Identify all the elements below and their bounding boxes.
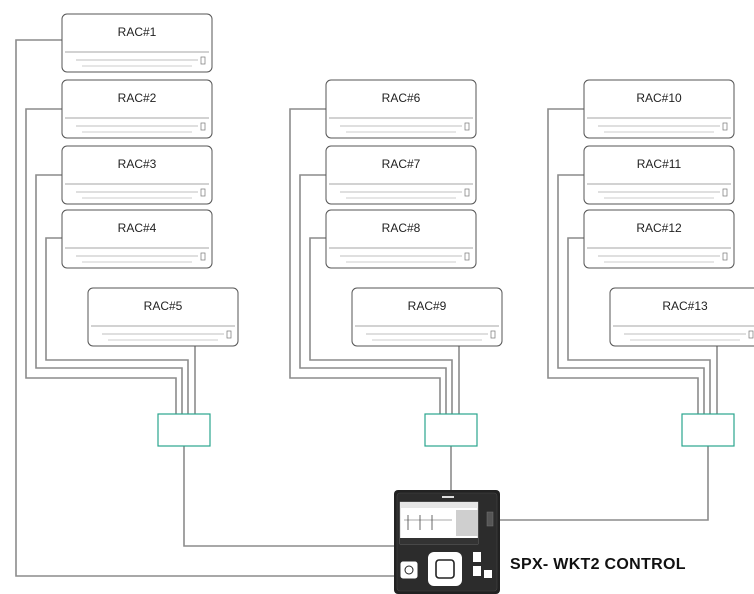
indoor-unit-body bbox=[351, 287, 503, 347]
indoor-unit-4: RAC#4 bbox=[61, 209, 213, 269]
indoor-unit-label: RAC#8 bbox=[382, 221, 421, 235]
wire-RAC#2 bbox=[25, 108, 177, 414]
wire-RAC#8 bbox=[309, 237, 453, 414]
indoor-unit-body bbox=[61, 145, 213, 205]
wire-group-1-to-controller bbox=[183, 446, 394, 547]
indoor-unit-body bbox=[583, 79, 735, 139]
unit-indicator-icon bbox=[464, 122, 470, 131]
indoor-unit-label: RAC#13 bbox=[662, 299, 708, 313]
indoor-unit-13: RAC#13 bbox=[609, 287, 754, 347]
wire-RAC#11 bbox=[557, 174, 705, 414]
indoor-unit-8: RAC#8 bbox=[325, 209, 477, 269]
indoor-unit-10: RAC#10 bbox=[583, 79, 735, 139]
indoor-unit-body bbox=[583, 209, 735, 269]
wire-RAC#1-to-controller bbox=[15, 39, 394, 577]
indoor-unit-label: RAC#4 bbox=[118, 221, 157, 235]
indoor-unit-11: RAC#11 bbox=[583, 145, 735, 205]
indoor-unit-12: RAC#12 bbox=[583, 209, 735, 269]
wire-RAC#4 bbox=[45, 237, 189, 414]
indoor-unit-label: RAC#11 bbox=[637, 157, 682, 171]
unit-indicator-icon bbox=[722, 252, 728, 261]
controller-side-button bbox=[486, 511, 494, 527]
indoor-unit-body bbox=[609, 287, 754, 347]
indoor-unit-label: RAC#9 bbox=[408, 299, 447, 313]
dial-center-icon bbox=[435, 559, 455, 579]
controller-brand-mark bbox=[442, 496, 454, 498]
indoor-unit-body bbox=[61, 209, 213, 269]
indoor-unit-label: RAC#7 bbox=[382, 157, 421, 171]
unit-indicator-icon bbox=[226, 330, 232, 339]
menu-icon bbox=[473, 566, 481, 576]
unit-indicator-icon bbox=[722, 122, 728, 131]
indoor-unit-6: RAC#6 bbox=[325, 79, 477, 139]
down-arrow-icon bbox=[484, 570, 492, 578]
up-arrow-icon bbox=[473, 552, 481, 562]
unit-indicator-icon bbox=[490, 330, 496, 339]
indoor-unit-3: RAC#3 bbox=[61, 145, 213, 205]
wire-RAC#6 bbox=[289, 108, 441, 414]
indoor-unit-body bbox=[61, 13, 213, 73]
indoor-unit-label: RAC#10 bbox=[636, 91, 682, 105]
indoor-unit-body bbox=[583, 145, 735, 205]
power-icon bbox=[404, 565, 414, 575]
indoor-unit-label: RAC#12 bbox=[636, 221, 682, 235]
indoor-unit-body bbox=[61, 79, 213, 139]
wire-RAC#12 bbox=[567, 237, 711, 414]
wiring-lines bbox=[15, 39, 718, 577]
unit-indicator-icon bbox=[464, 252, 470, 261]
indoor-unit-body bbox=[325, 79, 477, 139]
indoor-unit-1: RAC#1 bbox=[61, 13, 213, 73]
controller-screen-footer bbox=[400, 538, 478, 544]
controller-screen-header bbox=[400, 502, 478, 508]
indoor-unit-label: RAC#6 bbox=[382, 91, 421, 105]
indoor-unit-label: RAC#1 bbox=[118, 25, 157, 39]
junction-box-1 bbox=[157, 413, 211, 447]
power-button bbox=[400, 561, 418, 579]
wire-RAC#10 bbox=[547, 108, 699, 414]
junction-box-3 bbox=[681, 413, 735, 447]
indoor-unit-label: RAC#2 bbox=[118, 91, 157, 105]
wire-RAC#3 bbox=[35, 174, 183, 414]
indoor-unit-body bbox=[325, 145, 477, 205]
junction-box-2 bbox=[424, 413, 478, 447]
indoor-unit-7: RAC#7 bbox=[325, 145, 477, 205]
controller-title: SPX- WKT2 CONTROL bbox=[510, 556, 686, 573]
unit-indicator-icon bbox=[200, 252, 206, 261]
unit-indicator-icon bbox=[200, 122, 206, 131]
indoor-unit-label: RAC#5 bbox=[144, 299, 183, 313]
wall-controller bbox=[394, 490, 500, 594]
unit-indicator-icon bbox=[748, 330, 754, 339]
unit-indicator-icon bbox=[722, 188, 728, 197]
indoor-unit-body bbox=[325, 209, 477, 269]
wire-RAC#7 bbox=[299, 174, 447, 414]
indoor-unit-label: RAC#3 bbox=[118, 157, 157, 171]
indoor-unit-9: RAC#9 bbox=[351, 287, 503, 347]
wire-group-3-to-controller bbox=[500, 446, 709, 521]
unit-indicator-icon bbox=[200, 56, 206, 65]
indoor-unit-2: RAC#2 bbox=[61, 79, 213, 139]
indoor-unit-body bbox=[87, 287, 239, 347]
junction-boxes bbox=[157, 413, 735, 447]
unit-indicator-icon bbox=[464, 188, 470, 197]
indoor-unit-5: RAC#5 bbox=[87, 287, 239, 347]
controller-screen-panel bbox=[456, 510, 478, 536]
unit-indicator-icon bbox=[200, 188, 206, 197]
